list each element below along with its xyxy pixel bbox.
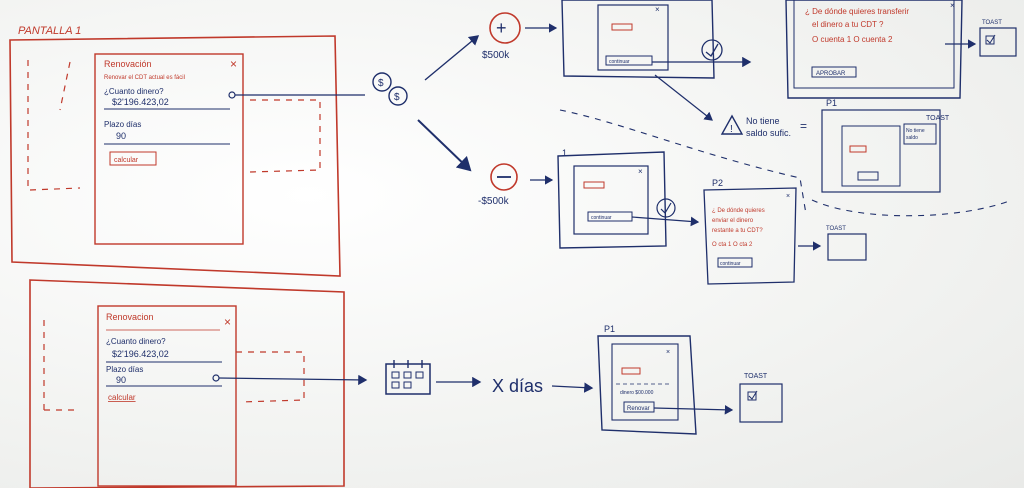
term-label-bottom: Plazo días	[106, 365, 143, 374]
dialog-frame-plus	[561, 0, 715, 79]
term-label: Plazo días	[104, 120, 141, 129]
continuar-label: continuar	[591, 215, 612, 221]
continuar-label: continuar	[609, 59, 630, 65]
toast-box	[979, 27, 1017, 57]
p2-label: P2	[712, 178, 723, 188]
continuar-button[interactable]	[605, 55, 653, 66]
bottom-p1-text: dinero $00.000	[620, 390, 654, 396]
aprobar-label: APROBAR	[816, 71, 846, 77]
close-icon[interactable]: ×	[655, 5, 660, 14]
toast2-box	[827, 233, 867, 261]
calendar-icon	[385, 363, 431, 395]
check-icon	[701, 39, 723, 61]
transfer-question-2: el dinero a tu CDT ?	[812, 20, 884, 29]
svg-text:+: +	[496, 18, 507, 38]
amount-question-bottom: ¿Cuanto dinero?	[106, 337, 166, 346]
plus-icon	[489, 12, 521, 44]
amount-question: ¿Cuanto dinero?	[104, 87, 164, 96]
screen-frame-bottom	[29, 279, 345, 488]
calcular-button-bottom[interactable]: calcular	[108, 393, 136, 402]
amount-value-bottom[interactable]: $2'196.423,02	[112, 349, 169, 359]
svg-text:=: =	[800, 119, 807, 133]
p2-question-2: enviar el dinero	[712, 218, 754, 224]
toast3-label: TOAST	[744, 373, 768, 380]
p1-note: No tiene	[906, 128, 925, 134]
modal-subtitle: Renovar el CDT actual es fácil	[104, 75, 185, 81]
warning-text: No tiene	[746, 116, 780, 126]
close-icon[interactable]: ×	[230, 57, 237, 71]
warning-text-2: saldo sufic.	[746, 128, 791, 138]
toast3-box	[739, 383, 783, 423]
screen-frame-top	[9, 35, 341, 277]
calcular-button[interactable]	[109, 151, 157, 166]
close-icon[interactable]: ×	[638, 167, 643, 176]
p1-label: P1	[826, 98, 837, 108]
minus-amount: -$500k	[478, 196, 510, 207]
amount-value[interactable]: $2'196.423,02	[112, 97, 169, 107]
svg-text:$: $	[394, 92, 400, 103]
p1-frame	[821, 109, 941, 193]
calcular-label: calcular	[114, 157, 139, 164]
step-1-label: 1	[562, 148, 567, 158]
dashed-ghost-right	[249, 99, 321, 173]
term-value-bottom[interactable]: 90	[116, 375, 126, 385]
close-icon[interactable]: ×	[950, 1, 955, 10]
dialog-frame-minus	[557, 151, 667, 249]
warning-icon	[720, 114, 744, 135]
p2-continuar-label: continuar	[720, 261, 741, 267]
aprobar-button[interactable]	[811, 66, 857, 78]
minus-icon	[490, 163, 518, 191]
p2-question-3: restante a tu CDT?	[712, 228, 763, 234]
modal-title: Renovación	[104, 59, 152, 69]
p1-toast: TOAST	[926, 115, 950, 122]
svg-text:$: $	[378, 78, 384, 89]
p1-note-2: saldo	[906, 135, 918, 141]
modal-title-bottom: Renovacion	[106, 312, 154, 322]
close-icon[interactable]: ×	[666, 349, 670, 356]
continuar-button[interactable]	[587, 211, 633, 222]
renovar-button[interactable]	[623, 401, 655, 413]
plus-amount: $500k	[482, 50, 510, 61]
bottom-p1-frame	[597, 335, 697, 435]
coin-icon	[372, 72, 392, 92]
x-dias-label: X días	[492, 376, 543, 396]
p2-continuar-button[interactable]	[717, 257, 753, 268]
svg-text:!: !	[730, 124, 733, 135]
account-options[interactable]: O cuenta 1 O cuenta 2	[812, 35, 893, 44]
transfer-question: ¿ De dónde quieres transferir	[805, 7, 909, 16]
close-icon[interactable]: ×	[786, 193, 790, 200]
toast2-label: TOAST	[826, 226, 846, 232]
term-value[interactable]: 90	[116, 131, 126, 141]
check-icon	[656, 198, 676, 218]
renovacion-modal-top	[94, 53, 244, 245]
renovar-label: Renovar	[627, 406, 650, 412]
close-icon[interactable]: ×	[224, 315, 231, 329]
p2-options[interactable]: O cta 1 O cta 2	[712, 242, 753, 248]
renovacion-modal-bottom	[97, 305, 237, 487]
coin-icon	[388, 86, 408, 106]
p2-question: ¿ De dónde quieres	[712, 208, 765, 214]
p2-frame	[703, 187, 797, 285]
pantalla-title: PANTALLA 1	[18, 25, 81, 37]
dashed-ghost-left	[27, 60, 81, 191]
toast-label: TOAST	[982, 20, 1002, 26]
bottom-p1-label: P1	[604, 324, 615, 334]
transfer-dialog	[785, 0, 963, 99]
